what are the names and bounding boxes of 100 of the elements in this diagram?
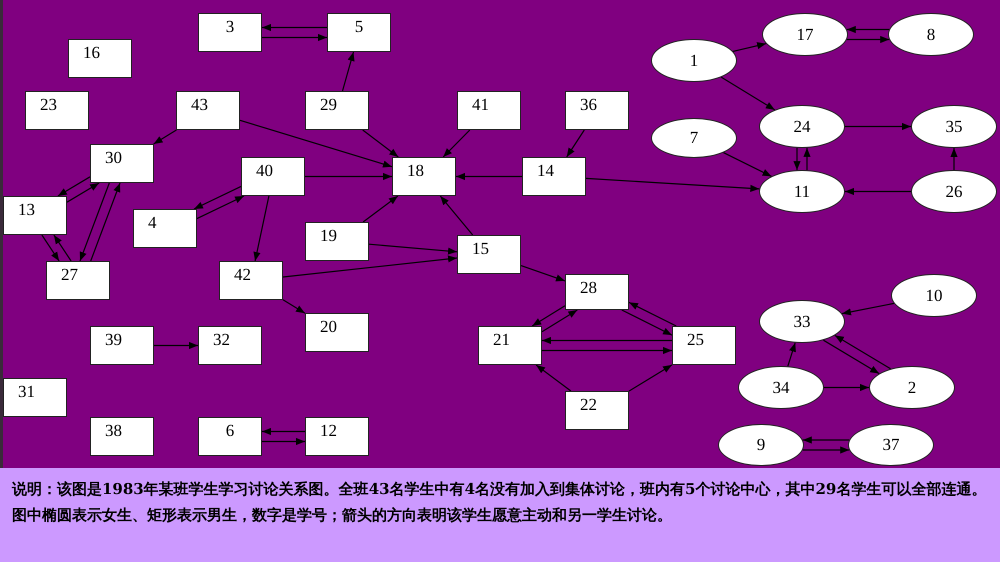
student-number: 29: [320, 95, 337, 114]
arrow: [262, 438, 305, 446]
arrow: [542, 336, 672, 344]
male-student-box: [68, 39, 132, 78]
student-number: 39: [105, 330, 122, 349]
arrow: [362, 196, 398, 222]
arrow: [628, 302, 676, 327]
student-number: 43: [191, 95, 208, 114]
male-student-box: [198, 326, 262, 365]
student-number: 16: [83, 43, 100, 62]
male-student-box: [219, 261, 283, 300]
male-student-box: [90, 144, 154, 183]
arrow: [846, 36, 890, 44]
student-number: 15: [472, 239, 489, 258]
female-student-ellipse: [762, 13, 848, 56]
arrow: [342, 52, 355, 92]
arrow: [282, 255, 458, 278]
arrow: [196, 195, 244, 220]
student-number: 5: [354, 17, 364, 36]
student-number: 24: [794, 116, 810, 136]
arrow: [253, 196, 270, 262]
male-student-box: [327, 13, 391, 52]
arrow: [240, 120, 392, 168]
arrow: [845, 122, 911, 130]
arrow: [58, 176, 90, 197]
student-number: 11: [794, 182, 810, 202]
male-student-box: [3, 378, 67, 417]
student-number: 12: [320, 421, 337, 440]
student-number: 22: [580, 395, 597, 414]
student-number: 19: [320, 226, 337, 245]
arrow: [802, 436, 850, 444]
male-student-box: [25, 91, 89, 130]
male-student-box: [241, 157, 305, 196]
male-student-box: [305, 313, 369, 352]
student-number: 7: [690, 128, 698, 148]
student-number: 17: [796, 24, 814, 44]
arrow: [542, 346, 672, 354]
arrow: [566, 130, 585, 158]
student-number: 33: [794, 312, 810, 332]
male-student-box: [522, 157, 586, 196]
caption-text: 说明：该图是1983年某班学生学习讨论关系图。全班43名学生中有4名没有加入到集体讨论，班内有5个讨论中心，其中29名学生可以全部连通。图中椭圆表示女生、矩形表示男生，数字是学号；箭头的方向表明该学生愿意主动和另一学生讨论。: [12, 480, 986, 524]
student-number: 31: [18, 382, 35, 401]
arrow: [90, 182, 121, 262]
male-student-box: [133, 209, 197, 248]
arrow: [720, 76, 776, 110]
arrow: [262, 34, 327, 42]
student-number: 36: [580, 95, 597, 114]
male-student-box: [457, 91, 521, 130]
student-number: 8: [926, 24, 936, 44]
arrow: [368, 244, 458, 255]
arrow: [153, 129, 177, 145]
arrow: [440, 196, 474, 236]
male-student-box: [90, 417, 154, 456]
student-number: 27: [61, 265, 78, 284]
student-number: 40: [256, 161, 273, 180]
male-student-box: [198, 13, 262, 52]
male-student-box: [672, 326, 736, 365]
student-number: 10: [926, 286, 942, 306]
arrow: [823, 340, 880, 374]
male-student-box: [565, 91, 629, 130]
arrow: [824, 384, 869, 392]
arrow: [53, 234, 72, 262]
arrow: [950, 148, 958, 170]
student-number: 38: [105, 421, 122, 440]
male-student-box: [478, 326, 542, 365]
student-number: 21: [493, 330, 510, 349]
arrow: [442, 130, 470, 158]
student-number: 2: [908, 378, 916, 398]
arrow: [793, 148, 801, 170]
arrow: [846, 26, 890, 34]
male-student-box: [3, 196, 67, 235]
arrow: [79, 182, 110, 262]
arrow: [542, 309, 578, 332]
arrow: [520, 265, 566, 282]
arrow: [586, 178, 760, 192]
male-student-box: [565, 391, 629, 430]
student-number: 25: [687, 330, 704, 349]
arrow: [536, 364, 572, 392]
arrow: [842, 302, 894, 316]
female-student-ellipse: [869, 366, 955, 409]
arrow: [834, 334, 891, 370]
student-number: 30: [105, 148, 122, 167]
student-number: 41: [472, 95, 489, 114]
student-number: 35: [946, 116, 962, 136]
student-number: 3: [226, 17, 234, 36]
arrow: [628, 364, 672, 392]
arrow: [154, 342, 198, 350]
student-number: 32: [213, 330, 230, 349]
arrow: [787, 342, 796, 366]
student-number: 26: [946, 182, 962, 202]
student-number: 37: [882, 435, 900, 455]
arrow: [732, 42, 766, 52]
arrow: [41, 234, 60, 262]
arrow: [262, 428, 305, 436]
student-number: 34: [772, 378, 790, 398]
male-student-box: [305, 417, 369, 456]
male-student-box: [565, 274, 629, 310]
student-number: 1: [690, 50, 698, 70]
student-number: 23: [40, 95, 57, 114]
male-student-box: [198, 417, 262, 456]
